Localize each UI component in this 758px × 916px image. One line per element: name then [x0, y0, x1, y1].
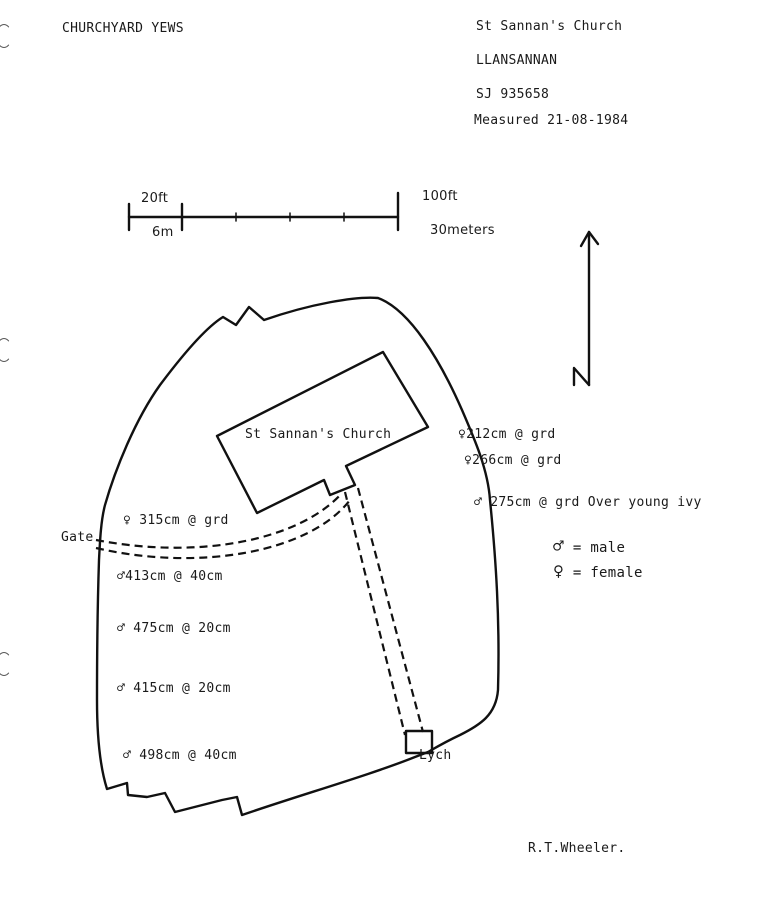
yew-tree-7: ♂ 415cm @ 20cm [117, 681, 231, 696]
male-icon: ♂ [123, 748, 132, 763]
punch-hole [0, 338, 12, 362]
male-icon: ♂ [474, 495, 483, 510]
church-building [215, 350, 430, 515]
lych-gate [404, 729, 434, 755]
yew-tree-8: ♂ 498cm @ 40cm [123, 748, 237, 763]
yew-tree-1: ♀212cm @ grd [458, 427, 556, 442]
male-icon: ♂ [553, 536, 565, 557]
female-icon: ♀ [458, 427, 467, 442]
legend-female: ♀ = female [553, 561, 643, 582]
gate-label: Gate [61, 530, 94, 545]
female-icon: ♀ [553, 561, 565, 582]
author-signature: R.T.Wheeler. [528, 841, 626, 856]
church-label: St Sannan's Church [243, 427, 394, 442]
scale-bar [127, 191, 400, 232]
scale-30m-label: 30meters [430, 223, 495, 238]
female-icon: ♀ [464, 453, 473, 468]
document-title: CHURCHYARD YEWS [62, 21, 184, 36]
yew-tree-5: ♂413cm @ 40cm [117, 569, 223, 584]
lych-label: Lych [419, 748, 452, 763]
parish-name: LLANSANNAN [476, 53, 558, 68]
scale-20ft-label: 20ft [141, 191, 169, 206]
legend-male: ♂ = male [553, 536, 626, 557]
scale-6m-label: 6m [152, 225, 174, 240]
scale-100ft-label: 100ft [422, 189, 458, 204]
punch-hole [0, 652, 12, 676]
north-arrow-icon [572, 230, 600, 387]
male-icon: ♂ [117, 681, 126, 696]
punch-hole [0, 24, 12, 48]
yew-tree-2: ♀266cm @ grd [464, 453, 562, 468]
male-icon: ♂ [117, 569, 126, 584]
yew-tree-6: ♂ 475cm @ 20cm [117, 621, 231, 636]
female-icon: ♀ [123, 513, 132, 528]
yew-tree-3: ♂ 275cm @ grd Over young ivy [474, 495, 702, 510]
yew-tree-4: ♀ 315cm @ grd [123, 513, 229, 528]
churchyard-boundary [95, 296, 500, 817]
grid-reference: SJ 935658 [476, 87, 550, 102]
church-name: St Sannan's Church [476, 19, 623, 34]
male-icon: ♂ [117, 621, 126, 636]
measured-date: Measured 21-08-1984 [474, 113, 629, 128]
paths [95, 487, 425, 736]
